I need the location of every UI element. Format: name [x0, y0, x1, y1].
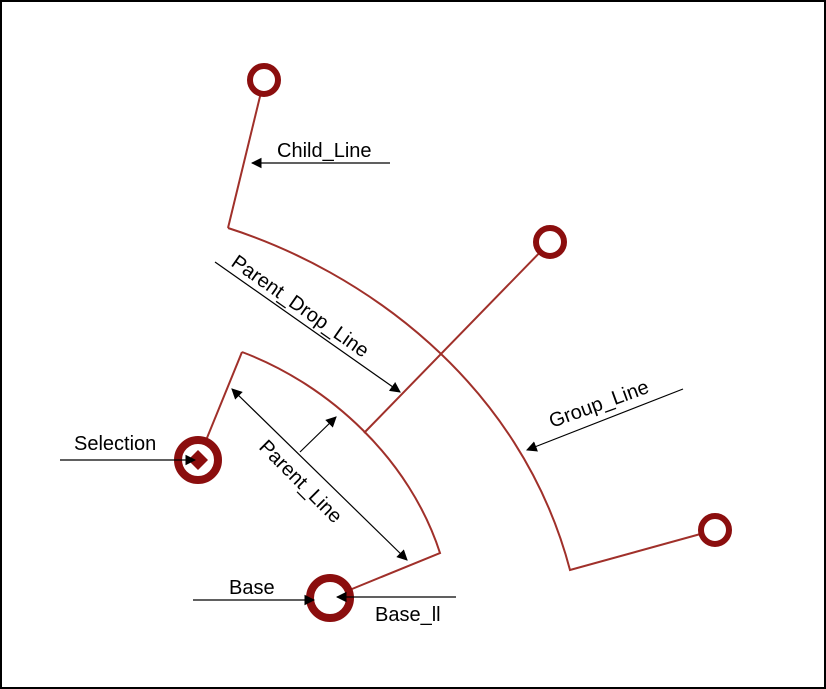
- group-line: [227, 227, 716, 572]
- parent-line-span-arrow: [231, 388, 408, 561]
- parent-line-offset-arrow: [299, 416, 337, 453]
- group-line-callout-arrow: [525, 388, 684, 452]
- child-line-label: Child_Line: [277, 140, 372, 162]
- selection-label: Selection: [74, 433, 156, 455]
- child-line: [227, 79, 265, 229]
- parent-drop-line-callout-arrow: [214, 261, 401, 393]
- parent-drop-node-icon[interactable]: [533, 225, 567, 259]
- base-ll-label: Base_ll: [375, 604, 441, 626]
- base-label: Base: [229, 577, 275, 599]
- child-node-icon[interactable]: [247, 63, 281, 97]
- group-end-node-icon[interactable]: [698, 513, 732, 547]
- base-node-icon[interactable]: [306, 574, 354, 622]
